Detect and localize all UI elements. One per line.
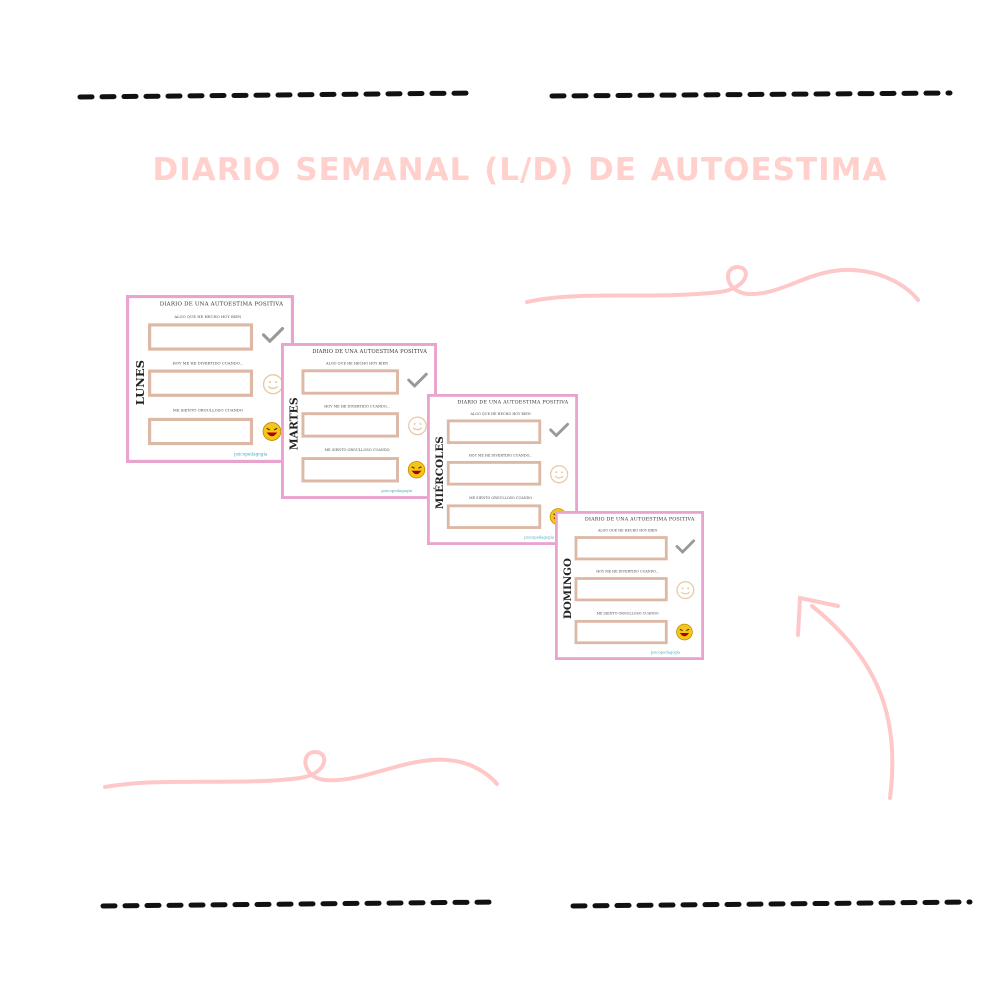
answer-box[interactable] — [148, 369, 254, 397]
answer-box[interactable] — [574, 619, 668, 645]
day-label: MARTES — [287, 397, 301, 451]
card-prompt: ME SIENTO ORGULLOSO CUANDO — [596, 611, 659, 616]
check-icon — [549, 422, 570, 441]
smile-icon — [407, 415, 428, 440]
card-prompt: HOY ME HE DIVERTIDO CUANDO... — [172, 361, 244, 366]
day-label: MIÉRCOLES — [433, 435, 446, 509]
swirl-bottom-left — [103, 749, 499, 789]
card-prompt: HOY ME HE DIVERTIDO CUANDO... — [324, 404, 390, 409]
bottom-dashed-line-right — [570, 899, 973, 909]
diary-card-lunes: DIARIO DE UNA AUTOESTIMA POSITIVA ALGO QU… — [126, 295, 294, 463]
day-label: LUNES — [133, 359, 147, 405]
smile-icon — [549, 464, 570, 489]
answer-box[interactable] — [574, 536, 668, 561]
answer-box[interactable] — [446, 461, 542, 486]
card-header: DIARIO DE UNA AUTOESTIMA POSITIVA — [159, 301, 284, 308]
answer-box[interactable] — [301, 412, 399, 438]
page-title: DIARIO SEMANAL (L/D) DE AUTOESTIMA — [152, 152, 888, 188]
card-prompt: ME SIENTO ORGULLOSO CUANDO — [172, 408, 243, 413]
curved-arrow — [810, 604, 895, 800]
swirl-top-right — [525, 264, 920, 304]
top-dashed-line-left — [77, 90, 478, 100]
laughing-emoji-icon — [675, 623, 694, 645]
answer-box[interactable] — [446, 504, 542, 529]
answer-box[interactable] — [148, 323, 254, 351]
smile-icon — [675, 580, 695, 604]
answer-box[interactable] — [148, 417, 254, 446]
answer-box[interactable] — [446, 419, 542, 445]
answer-box[interactable] — [301, 369, 399, 395]
diary-card-domingo: DIARIO DE UNA AUTOESTIMA POSITIVA ALGO QU… — [555, 511, 704, 660]
card-prompt: ALGO QUE HE HECHO HOY BIEN — [174, 314, 242, 320]
card-prompt: ALGO QUE HE HECHO HOY BIEN — [470, 411, 531, 416]
card-header: DIARIO DE UNA AUTOESTIMA POSITIVA — [584, 516, 695, 523]
arrow-head-icon — [796, 595, 840, 637]
diary-card-martes: DIARIO DE UNA AUTOESTIMA POSITIVA ALGO QU… — [281, 343, 437, 499]
check-icon — [407, 372, 428, 392]
card-prompt: HOY ME HE DIVERTIDO CUANDO... — [468, 453, 533, 458]
day-label: DOMINGO — [561, 557, 574, 619]
card-prompt: ME SIENTO ORGULLOSO CUANDO — [324, 448, 390, 453]
answer-box[interactable] — [301, 457, 399, 483]
brand-logo: psicopedagogía — [381, 488, 413, 494]
check-icon — [675, 539, 696, 558]
brand-logo: psicopedagogía — [234, 451, 268, 457]
card-prompt: HOY ME HE DIVERTIDO CUANDO... — [596, 569, 659, 574]
top-dashed-line-right — [549, 90, 953, 99]
brand-logo: psicopedagogía — [524, 534, 555, 540]
card-header: DIARIO DE UNA AUTOESTIMA POSITIVA — [457, 399, 569, 406]
card-header: DIARIO DE UNA AUTOESTIMA POSITIVA — [312, 348, 428, 355]
card-prompt: ME SIENTO ORGULLOSO CUANDO — [469, 495, 533, 500]
laughing-emoji-icon — [407, 460, 427, 483]
card-prompt: ALGO QUE HE HECHO HOY BIEN — [325, 361, 389, 366]
laughing-emoji-icon — [261, 421, 282, 446]
answer-box[interactable] — [574, 577, 668, 602]
brand-logo: psicopedagogía — [650, 649, 681, 655]
check-icon — [261, 327, 285, 348]
dashed-lines — [77, 90, 973, 909]
bottom-dashed-line-left — [100, 899, 501, 909]
card-prompt: ALGO QUE HE HECHO HOY BIEN — [597, 528, 658, 533]
